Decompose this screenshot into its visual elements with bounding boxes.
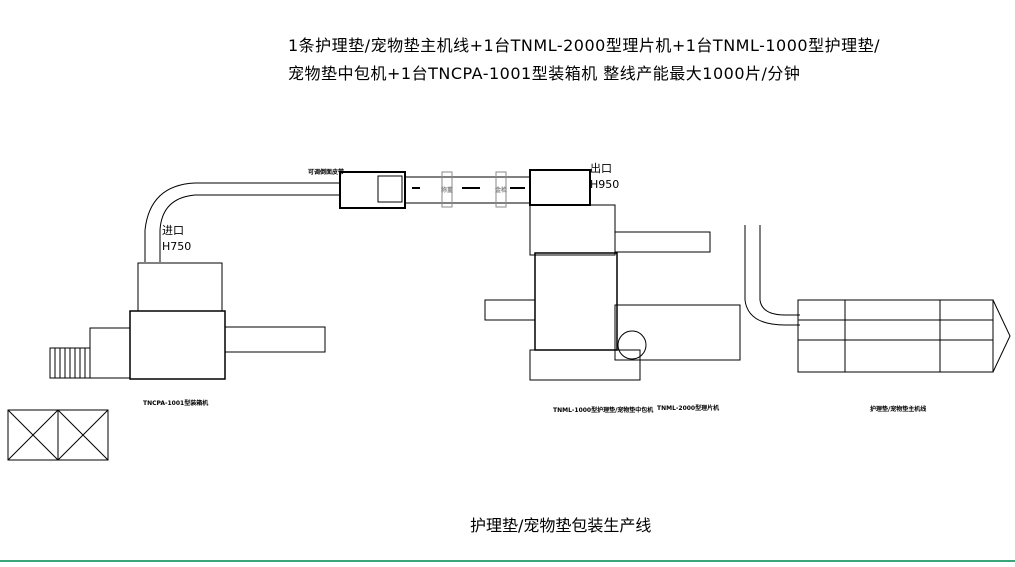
break-line [992,299,1011,373]
bagger-side-unit [484,299,536,321]
metal-detector-frame [495,171,507,208]
case-packer-label: TNCPA-1001型装箱机 [143,400,209,407]
right-elbow [744,225,800,326]
left-elbow [144,182,196,262]
conveyor-box [377,175,403,203]
weigher-frame [441,171,453,208]
weighing-label: 称重 [441,187,454,194]
main-line-frame [798,300,993,372]
title-line-2: 宠物垫中包机+1台TNCPA-1001型装箱机 整线产能最大1000片/分钟 [288,64,801,83]
carton-cross [7,409,109,461]
case-packer-outfeed [224,326,326,353]
case-packer-top [137,262,223,312]
title-line-1: 1条护理垫/宠物垫主机线+1台TNML-2000型理片机+1台TNML-1000… [288,36,880,55]
bagger-body [534,252,618,351]
bagger-label: TNML-1000型护理垫/宠物垫中包机 [553,407,654,414]
rollers [54,348,86,378]
outlet-height: H950 [590,178,620,191]
adjustable-belt-label: 可调倒面皮带 [308,169,345,176]
mid-conveyor [405,176,530,204]
bottom-divider [0,560,1015,562]
main-line-label: 护理垫/宠物垫主机线 [870,406,927,413]
metal-detect-label: 金检 [495,187,508,194]
bagger-top [529,204,616,256]
inlet-label: 进口 [162,224,184,237]
bagger-infeed [614,231,711,253]
outlet-label: 出口 [590,162,612,175]
sorter-wheel [617,330,647,360]
inlet-height: H750 [162,240,192,253]
case-packer-infeed [89,327,131,379]
sorter-body [614,304,741,361]
bagger-base [529,349,641,381]
outlet-module [529,169,591,206]
sorter-label: TNML-2000型理片机 [657,405,720,412]
conveyor-module-1 [339,171,406,209]
footer-caption: 护理垫/宠物垫包装生产线 [470,516,652,535]
main-line-body [797,299,994,373]
top-conveyor [195,182,340,196]
case-packer-body [129,310,226,380]
